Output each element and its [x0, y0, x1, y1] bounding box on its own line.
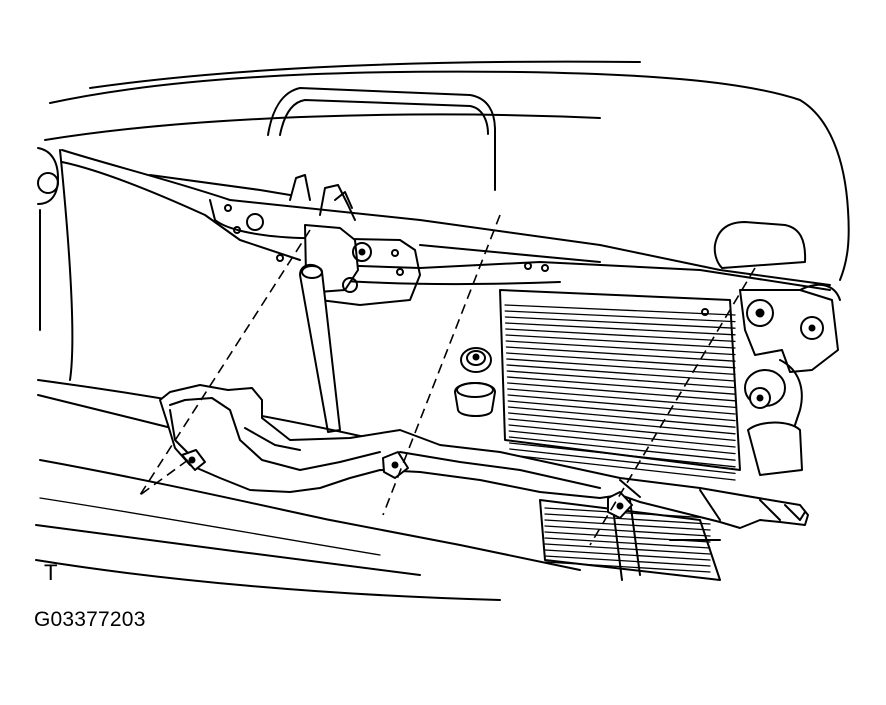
lower-fin-line [544, 543, 711, 555]
support-rod [299, 263, 341, 433]
radiator-fin-line [507, 388, 736, 409]
radiator-fin-line [505, 328, 736, 343]
radiator-fin-line [507, 394, 736, 415]
radiator-fin-line [508, 430, 736, 455]
radiator-fin-line [506, 358, 736, 376]
radiator-fin-line [508, 418, 736, 442]
radiator-fin-line [506, 382, 736, 402]
radiator-support-upper [61, 149, 831, 316]
radiator-fin-line [504, 322, 736, 336]
lower-fin-line [544, 519, 711, 531]
left-fender [37, 147, 74, 381]
radiator-fin-line [509, 454, 736, 481]
radiator-fin-line [509, 448, 736, 475]
air-seal-deflector [159, 384, 809, 529]
lower-fin-line [544, 555, 711, 567]
lower-fin-line [544, 507, 711, 519]
radiator-fin-line [504, 304, 736, 316]
grommet [454, 347, 496, 417]
radiator-fin-line [508, 442, 736, 468]
radiator-core [499, 289, 741, 481]
radiator-fin-line [508, 424, 736, 448]
hood-outline [44, 60, 850, 281]
lower-fin-line [544, 513, 711, 525]
radiator-fin-line [504, 316, 736, 329]
figure-id-label: G03377203 [34, 608, 146, 631]
radiator-fin-line [505, 340, 736, 356]
lower-fin-line [544, 525, 711, 537]
lower-fin-line [544, 537, 711, 549]
radiator-fin-line [506, 364, 736, 382]
radiator-fin-line [506, 370, 736, 389]
radiator-fin-line [508, 436, 736, 461]
radiator-fin-line [507, 412, 736, 435]
radiator-fin-line [507, 406, 736, 428]
radiator-fin-line [504, 310, 736, 323]
radiator-fin-line [505, 352, 736, 369]
right-mount-bracket [739, 283, 841, 476]
view-marker-label: T [44, 560, 58, 585]
radiator-fin-line [505, 346, 736, 362]
radiator-fin-line [505, 334, 736, 349]
lower-fin-line [544, 561, 711, 573]
leader-lines [139, 214, 756, 546]
lower-fin-line [544, 549, 711, 561]
radiator-fin-line [506, 376, 736, 395]
radiator-fin-line [507, 400, 736, 422]
